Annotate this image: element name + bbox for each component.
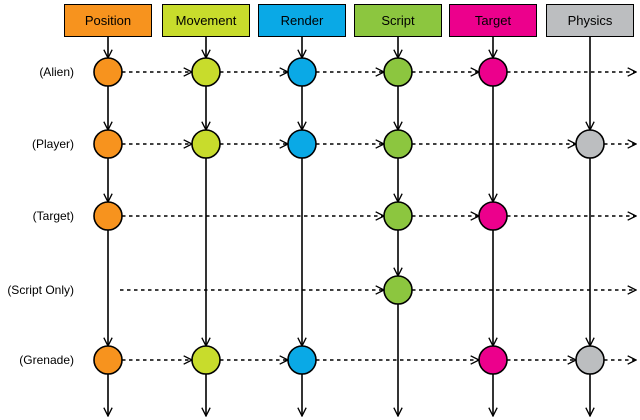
component-node-position xyxy=(93,57,123,87)
column-header-script: Script xyxy=(354,4,442,37)
component-node-script xyxy=(383,57,413,87)
component-node-target xyxy=(478,345,508,375)
component-node-target xyxy=(478,57,508,87)
column-header-render: Render xyxy=(258,4,346,37)
column-header-position: Position xyxy=(64,4,152,37)
component-node-physics xyxy=(575,129,605,159)
column-header-movement: Movement xyxy=(162,4,250,37)
component-node-movement xyxy=(191,129,221,159)
component-node-render xyxy=(287,345,317,375)
component-node-render xyxy=(287,129,317,159)
component-node-script xyxy=(383,275,413,305)
component-node-movement xyxy=(191,57,221,87)
component-node-script xyxy=(383,129,413,159)
component-node-script xyxy=(383,201,413,231)
row-label: (Script Only) xyxy=(7,283,74,297)
row-label: (Alien) xyxy=(39,65,74,79)
component-node-position xyxy=(93,345,123,375)
row-label: (Grenade) xyxy=(19,353,74,367)
component-node-physics xyxy=(575,345,605,375)
component-node-position xyxy=(93,201,123,231)
row-label: (Target) xyxy=(32,209,74,223)
row-label: (Player) xyxy=(31,137,74,151)
component-node-render xyxy=(287,57,317,87)
column-header-physics: Physics xyxy=(546,4,634,37)
component-node-movement xyxy=(191,345,221,375)
component-node-target xyxy=(478,201,508,231)
component-node-position xyxy=(93,129,123,159)
column-header-target: Target xyxy=(449,4,537,37)
